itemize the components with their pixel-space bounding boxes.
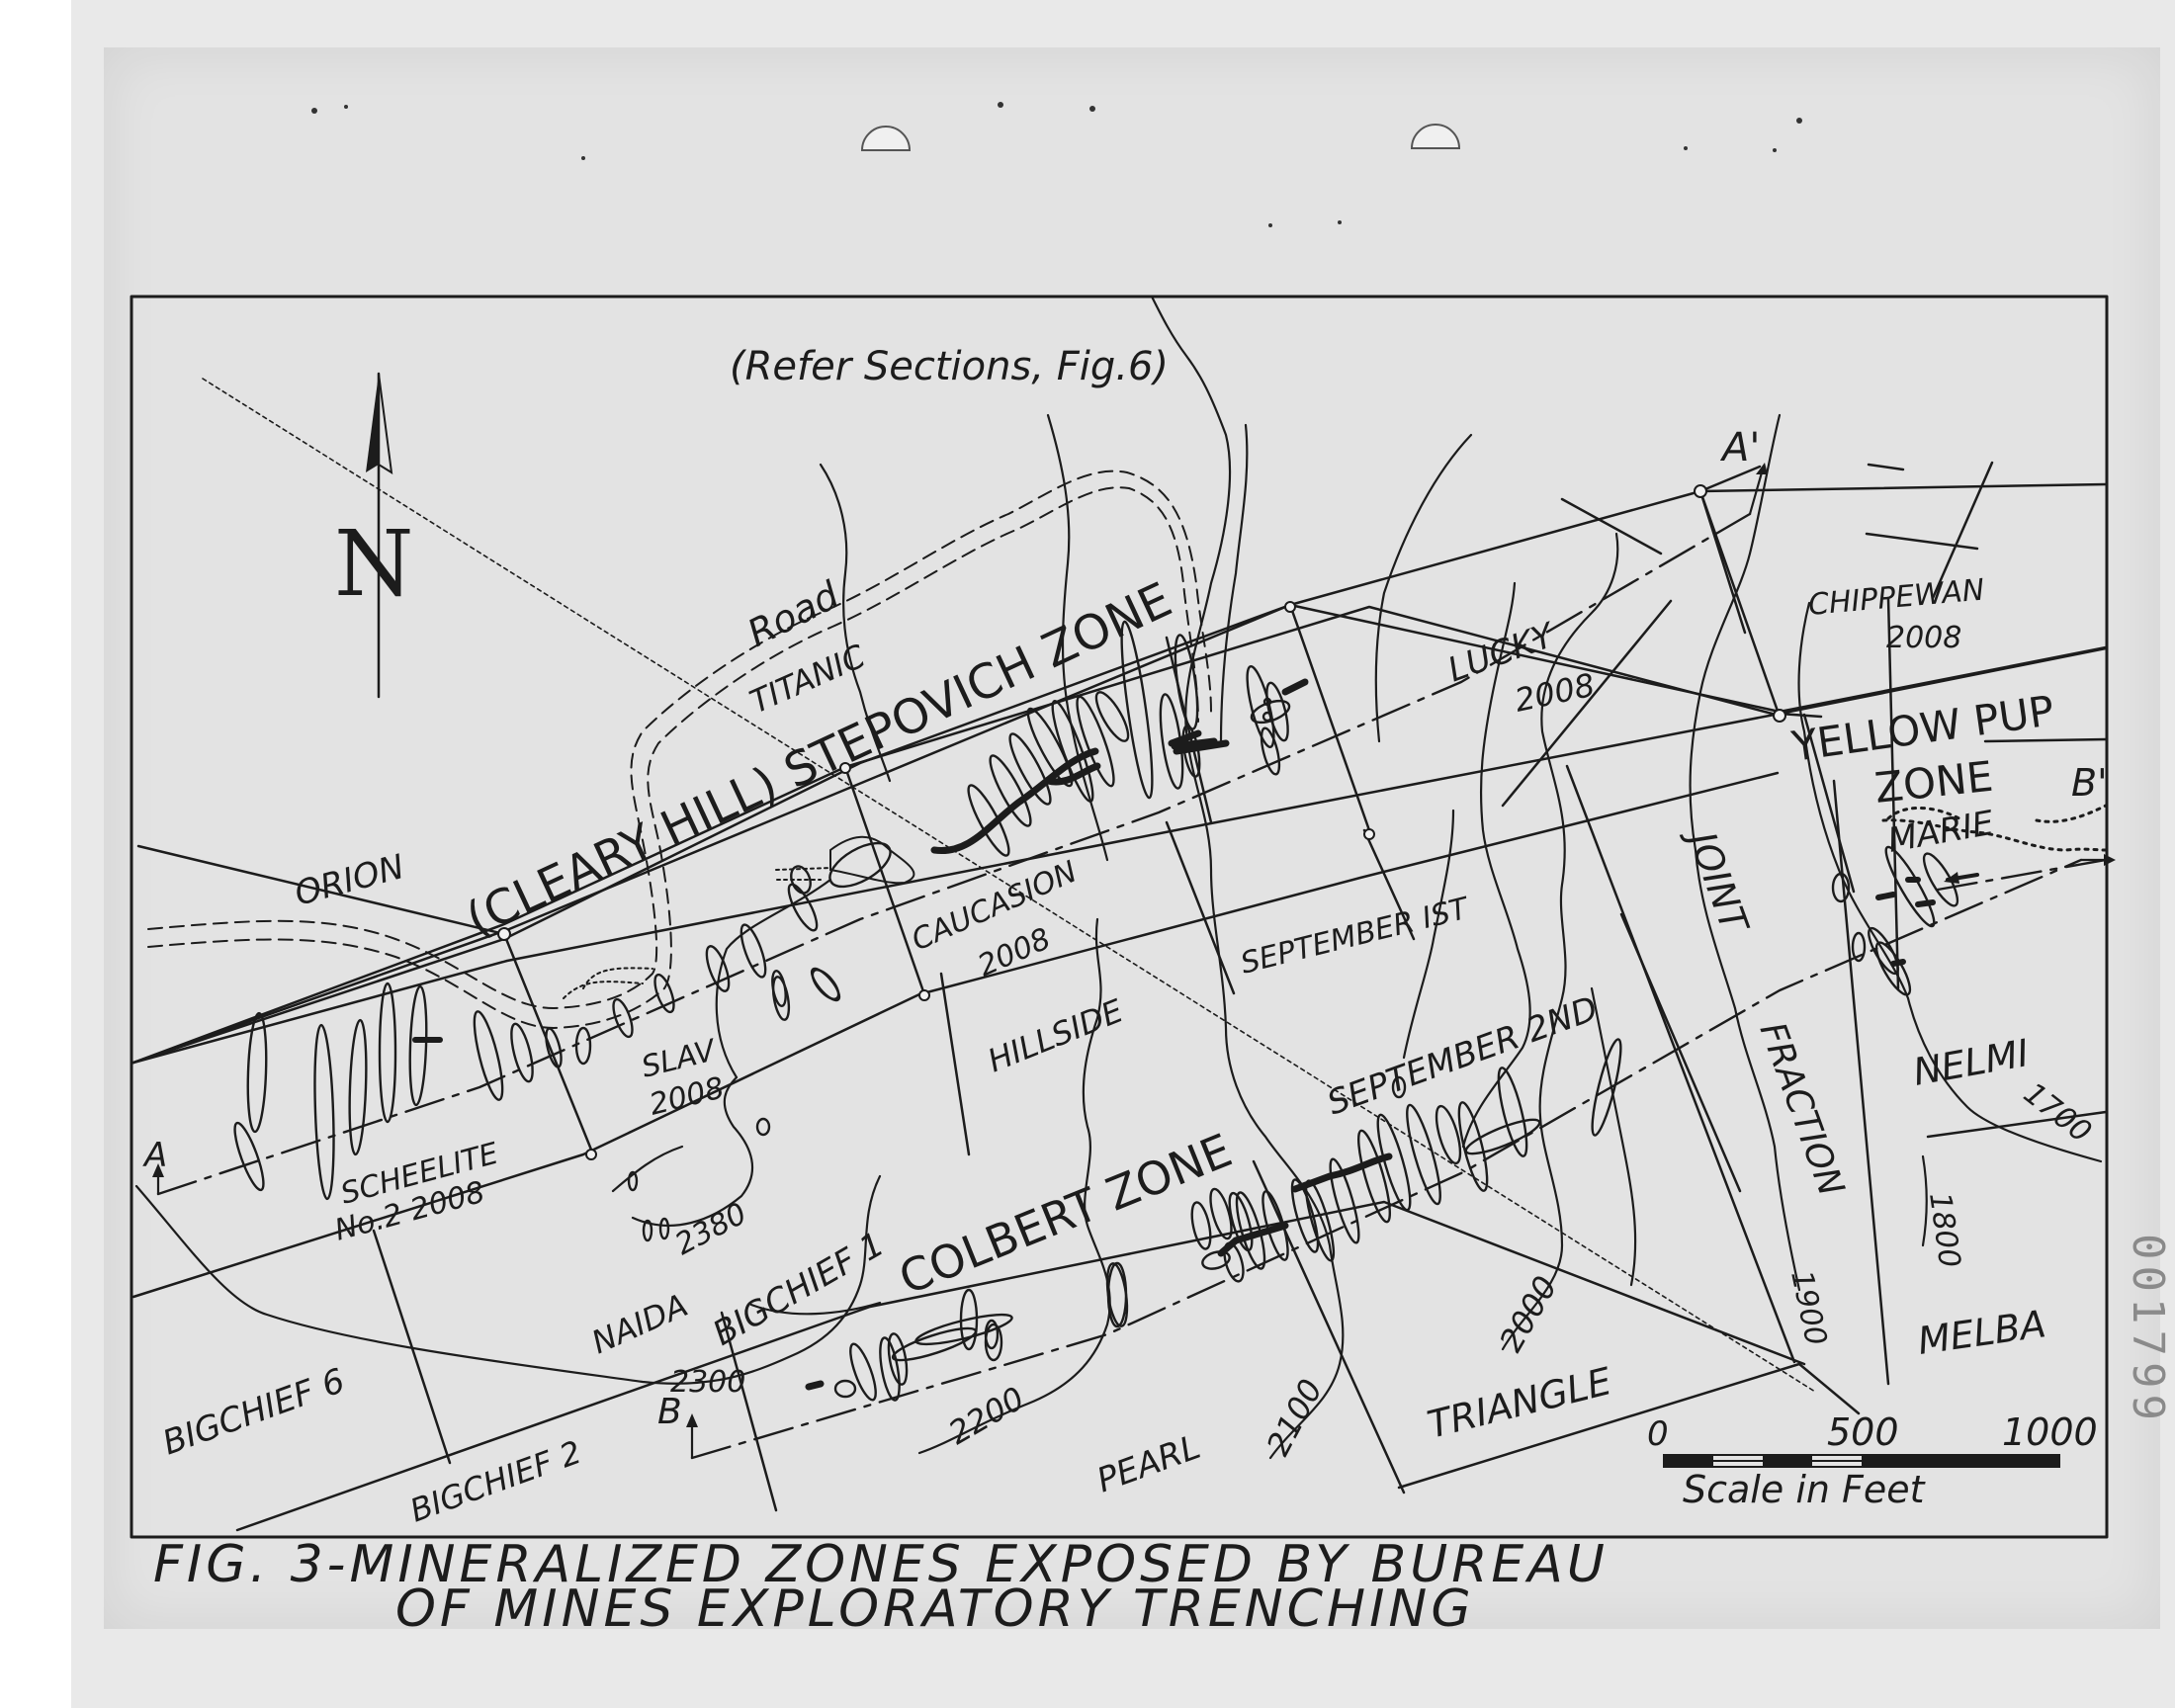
claim-fraction: FRACTION [1752,1017,1852,1201]
margin-stamp: 001799 [2123,1234,2173,1426]
contour-1900: 1900 [1784,1267,1833,1348]
scan-margin [0,0,71,1708]
zone-label-yellow-pup-2: ZONE [1872,752,1995,812]
section-marker-b-prime: B' [2071,761,2108,805]
fault-line [202,378,1816,1393]
map-labels: (Refer Sections, Fig.6) A A' B B' (CLEAR… [142,344,2108,1530]
section-lines [152,463,2116,1460]
claim-september-1st: SEPTEMBER IST [1237,891,1473,982]
scale-bar: 0 500 1000 Scale in Feet [1647,1410,2098,1511]
claim-triangle: TRIANGLE [1424,1359,1616,1447]
claim-big-chief-2: BIGCHIEF 2 [405,1433,586,1530]
section-marker-a: A [142,1136,167,1175]
claim-caucasion-number: 2008 [973,921,1056,983]
trenches-colbert-west [887,1261,1128,1386]
claim-nelmi: NELMI [1910,1031,2032,1094]
punch-holes [860,124,1461,151]
claim-big-chief-1: BIGCHIEF 1 [707,1225,892,1354]
contour-2380: 2380 [669,1196,752,1262]
contour-2300: 2300 [670,1365,745,1400]
scale-label: Scale in Feet [1683,1468,1927,1511]
figure-caption: FIG. 3-MINERALIZED ZONES EXPOSED BY BURE… [153,1535,1609,1639]
dotted-cross-lines [563,867,831,999]
mineralized-segments [412,678,1936,1391]
workings-patch [829,835,915,885]
punch-hole-left [860,126,912,151]
claim-pearl: PEARL [1091,1427,1205,1500]
scale-tick-0: 0 [1647,1414,1669,1454]
yellow-pup-outline [1881,804,2108,852]
zone-label-colbert: COLBERT ZONE [892,1123,1239,1305]
claim-big-chief-6: BIGCHIEF 6 [157,1361,350,1463]
contour-1800: 1800 [1922,1190,1966,1269]
claim-naida: NAIDA [586,1286,693,1361]
claim-orion: ORION [291,847,408,914]
claim-joint: JOINT [1678,819,1757,940]
section-marker-b: B [657,1392,682,1432]
claim-chippewan: CHIPPEWAN [1807,573,1986,623]
trenches-slav [627,969,840,1242]
contour-2100: 2100 [1260,1373,1331,1462]
north-arrow-head [366,374,379,472]
scale-tick-1000: 1000 [2002,1410,2098,1454]
contour-lines [134,295,2103,1460]
map-frame [130,295,2109,1539]
scale-tick-500: 500 [1827,1410,1899,1454]
claim-chippewan-number: 2008 [1886,621,1961,655]
trenches-yellow-pup [1831,845,1979,996]
claim-hillside: HILLSIDE [983,991,1129,1079]
north-label: N [334,511,414,617]
claim-lucky-number: 2008 [1512,666,1599,720]
reference-note: (Refer Sections, Fig.6) [730,344,1169,389]
contour-2000: 2000 [1492,1269,1565,1358]
caption-line-2: OF MINES EXPLORATORY TRENCHING [395,1580,1475,1639]
caption-line-1: FIG. 3-MINERALIZED ZONES EXPOSED BY BURE… [153,1535,1609,1594]
section-marker-a-prime: A' [1719,425,1760,470]
scan-specks [311,102,1802,227]
road-label: Road [740,572,846,655]
north-arrow: N [334,372,414,699]
punch-hole-right [1410,124,1461,149]
claim-melba: MELBA [1915,1302,2048,1363]
contour-2200: 2200 [942,1379,1031,1452]
claim-marie: MARIE [1885,804,1998,861]
